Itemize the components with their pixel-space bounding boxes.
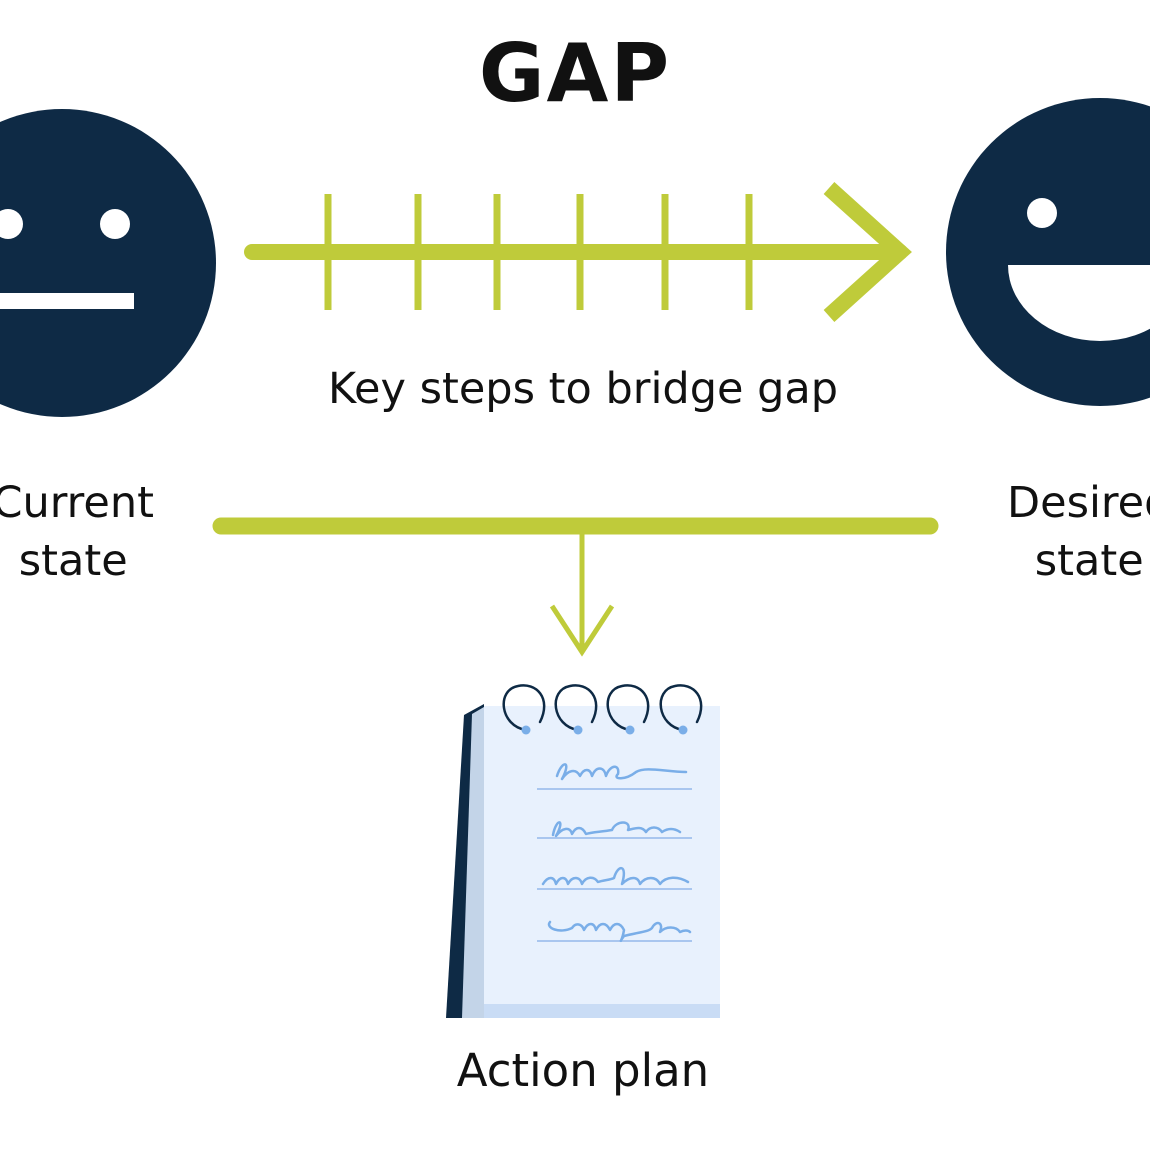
neutral-face-icon bbox=[0, 109, 216, 417]
notepad-icon bbox=[446, 684, 720, 1018]
spiral-rings bbox=[502, 684, 703, 732]
step-ticks bbox=[324, 194, 753, 310]
happy-face-icon bbox=[946, 98, 1150, 406]
current-state-label: Current state bbox=[0, 474, 154, 590]
steps-label: Key steps to bridge gap bbox=[327, 364, 839, 414]
desired-state-label: Desired state bbox=[1007, 474, 1150, 590]
arrow-right-icon bbox=[244, 182, 912, 322]
desired-state-line1: Desired bbox=[1007, 478, 1150, 528]
desired-state-line2: state bbox=[1034, 536, 1144, 586]
current-state-line2: state bbox=[18, 536, 128, 586]
arrow-down-icon bbox=[212, 517, 939, 657]
current-state-line1: Current bbox=[0, 478, 154, 528]
diagram-title: GAP bbox=[478, 27, 672, 120]
action-plan-label: Action plan bbox=[456, 1044, 710, 1097]
